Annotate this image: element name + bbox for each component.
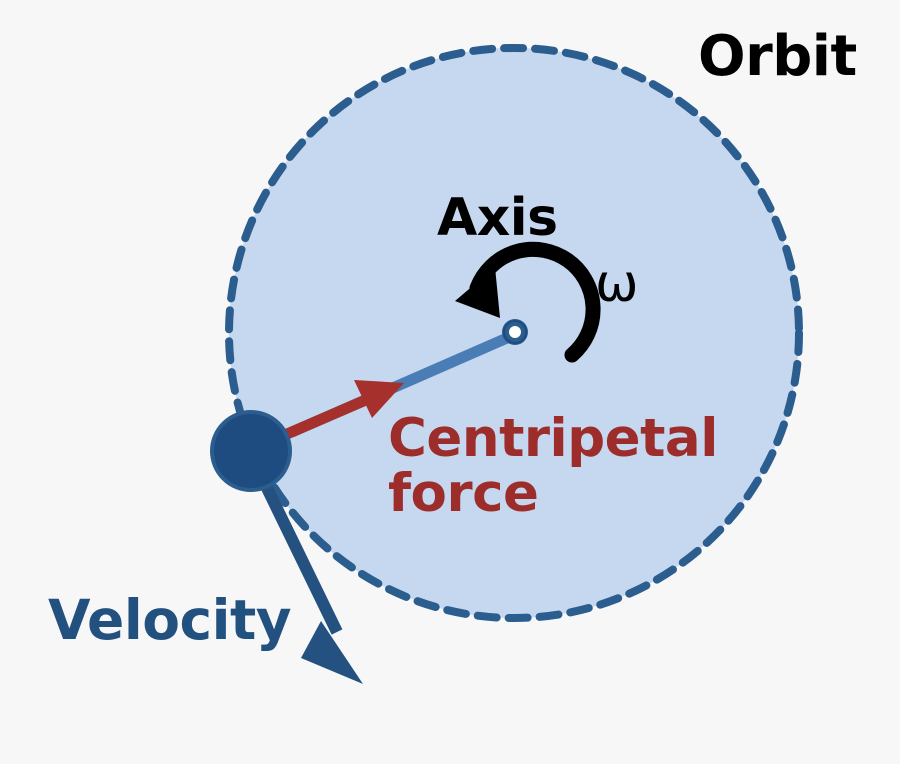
centripetal-force-arrowhead bbox=[354, 380, 404, 418]
rotation-arrowhead bbox=[455, 267, 500, 318]
velocity-arrowhead bbox=[301, 621, 363, 684]
angular-velocity-symbol-label: ω bbox=[595, 254, 639, 314]
axis-label: Axis bbox=[437, 188, 558, 248]
centripetal-force-label-line-1: Centripetal bbox=[388, 408, 718, 469]
centripetal-force-label-line-2: force bbox=[388, 463, 539, 525]
axis-point bbox=[502, 319, 528, 345]
orbit-label: Orbit bbox=[698, 24, 857, 89]
orbiting-body bbox=[210, 410, 292, 492]
centripetal-force-arrow bbox=[284, 380, 404, 440]
velocity-label: Velocity bbox=[48, 588, 292, 652]
velocity-arrow bbox=[260, 483, 363, 684]
rotation-arc-arrow bbox=[455, 241, 601, 363]
centripetal-force-label: Centripetal force bbox=[388, 408, 718, 525]
